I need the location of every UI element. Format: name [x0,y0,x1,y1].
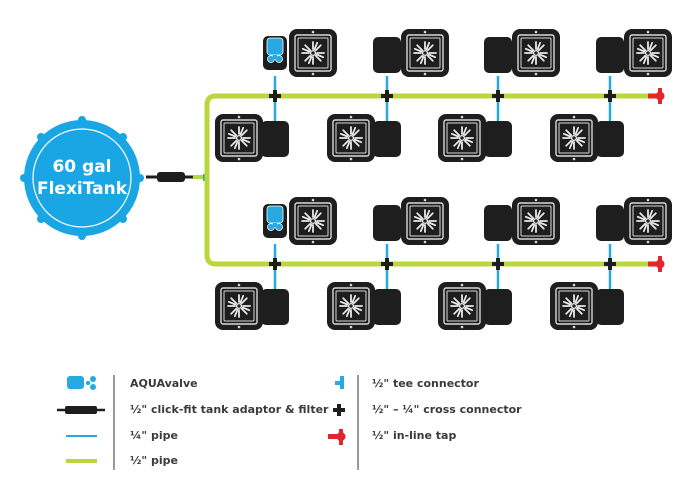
pot-tray [596,37,624,73]
tank-ring [32,128,132,228]
cross-connector [492,258,504,270]
pot-top [373,28,450,78]
tank-label-line2: FlexiTank [37,179,128,199]
tank-label-line1: 60 gal [52,157,111,177]
legend-label-tap: ½" in-line tap [372,429,456,442]
pot-top [263,196,338,246]
pot-bottom [549,113,624,163]
half-pipe-trunk [204,93,657,267]
aquavalve-icon [67,376,96,390]
pot-tray [261,289,289,325]
pot-face [437,281,487,331]
legend-label-cross: ½" – ¼" cross connector [372,403,522,416]
legend-label-quarter-pipe: ¼" pipe [130,429,178,442]
pot-face [214,113,264,163]
cross-connector-icon [333,404,345,416]
pot-bottom [326,281,401,331]
pot-face [549,281,599,331]
pot-face [623,28,673,78]
pot-tray [484,289,512,325]
pot-face [288,196,338,246]
aquavalve [266,205,284,231]
inline-tap [648,256,665,272]
legend-label-aquavalve: AQUAvalve [130,377,198,390]
pot-bottom [549,281,624,331]
legend: AQUAvalve ½" click-fit tank adaptor & fi… [57,375,522,470]
cross-connector [604,90,616,102]
pot-tray [596,205,624,241]
cross-connector [269,258,281,270]
legend-label-tee: ½" tee connector [372,377,479,390]
pot-bottom [437,113,512,163]
pot-top [596,196,673,246]
cross-connector [381,90,393,102]
pot-tray [484,205,512,241]
pot-face [437,113,487,163]
pot-face [511,28,561,78]
aquavalve [266,37,284,63]
tank-adaptor-filter [146,172,207,182]
pot-face [400,28,450,78]
branch-lower-branch [214,196,673,331]
pot-bottom [214,281,289,331]
pot-face [623,196,673,246]
tank-body [24,120,140,236]
pot-bottom [437,281,512,331]
cross-connector [604,258,616,270]
pot-network [214,28,673,331]
pot-tray [484,37,512,73]
pot-tray [261,121,289,157]
pot-top [596,28,673,78]
cross-connector [381,258,393,270]
branch-upper-branch [214,28,673,163]
pot-bottom [214,113,289,163]
pot-face [400,196,450,246]
inline-tap-icon [328,429,346,445]
pot-tray [596,121,624,157]
pot-face [214,281,264,331]
tank-adaptor-filter-icon [57,406,105,414]
cross-connector [492,90,504,102]
pot-top [263,28,338,78]
pot-tray [373,289,401,325]
pot-face [288,28,338,78]
pot-bottom [326,113,401,163]
pot-face [511,196,561,246]
pot-top [484,196,561,246]
pot-tray [373,205,401,241]
flexitank: 60 gal FlexiTank [20,116,144,240]
pot-tray [596,289,624,325]
pot-face [326,113,376,163]
pot-tray [373,121,401,157]
pot-face [549,113,599,163]
tee-connector-icon [335,376,344,389]
pot-tray [484,121,512,157]
pot-tray [373,37,401,73]
legend-label-half-pipe: ½" pipe [130,454,178,467]
pot-top [484,28,561,78]
legend-label-adaptor: ½" click-fit tank adaptor & filter [130,403,329,416]
inline-tap [648,88,665,104]
pot-face [326,281,376,331]
cross-connector [269,90,281,102]
pot-top [373,196,450,246]
